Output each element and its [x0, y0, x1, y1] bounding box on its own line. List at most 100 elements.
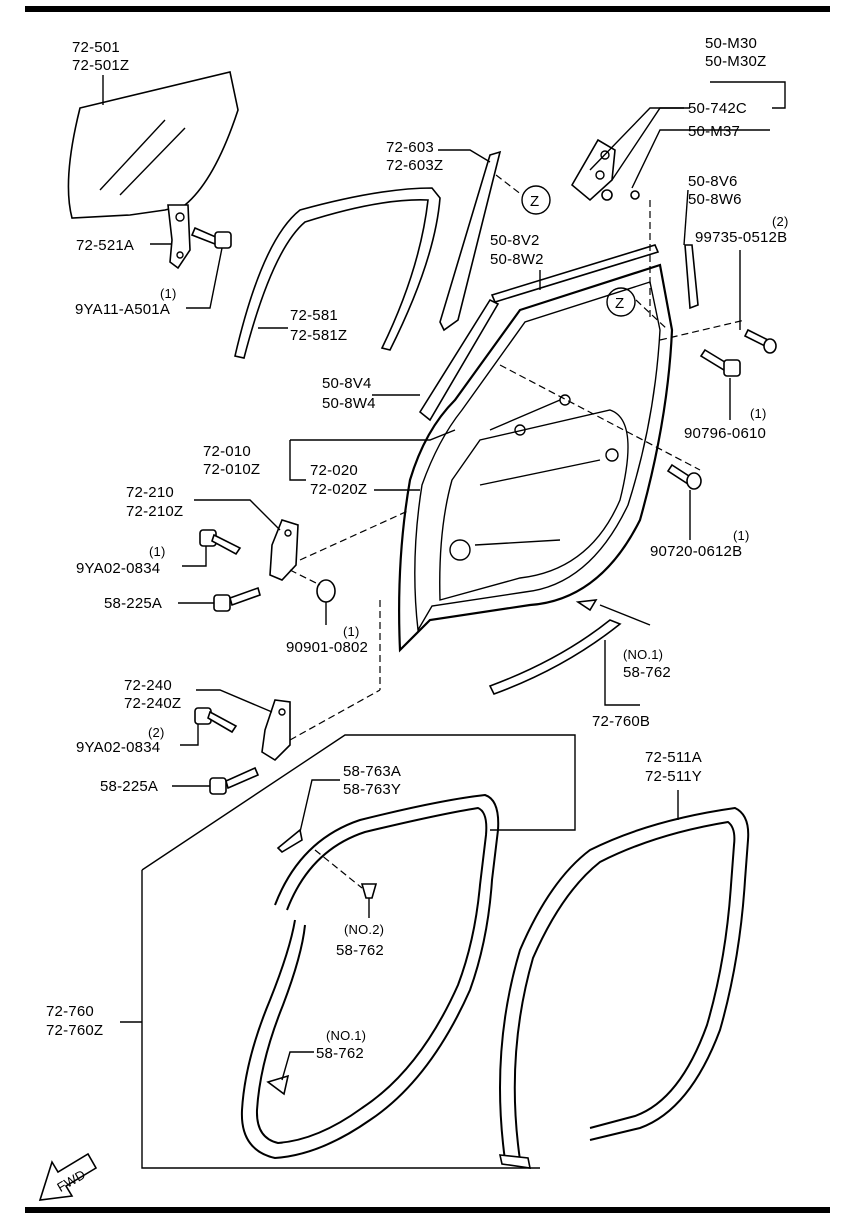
hinge-bolt-lower [194, 707, 238, 734]
label-panel-1: 72-020 [310, 462, 358, 479]
leader-garnish-tape [683, 189, 689, 246]
seal-clip-58-763 [276, 828, 303, 854]
label-division-1: 72-603 [386, 139, 434, 156]
bolt-90796 [699, 348, 741, 377]
ref-z2: Z [615, 295, 624, 312]
ref-z1: Z [530, 193, 539, 210]
leader-hinge-up [194, 499, 281, 531]
glass-bolt [190, 226, 232, 249]
label-garnish-1: 50-M30 [705, 35, 757, 52]
leader-division [438, 149, 491, 163]
label-glass-bolt: 9YA11-A501A [75, 301, 170, 318]
label-glass-bolt-qty: (1) [160, 286, 177, 301]
label-panel-2: 72-020Z [310, 481, 367, 498]
clip-no1-upper [575, 599, 598, 612]
label-hinge-up-1: 72-210 [126, 484, 174, 501]
label-sash-a-2: 50-8W4 [322, 395, 376, 412]
label-hinge-bolt-low-qty: (2) [148, 725, 165, 740]
lower-hinge [261, 699, 291, 762]
door-shell [398, 263, 674, 653]
door-weatherstrip-inner [255, 806, 488, 1145]
dash-screw [659, 319, 746, 341]
label-door-1: 72-010 [203, 443, 251, 460]
label-sash-b-2: 50-8W2 [490, 251, 544, 268]
label-run-2: 72-581Z [290, 327, 347, 344]
label-screw: 99735-0512B [695, 229, 787, 246]
label-garnish-clip: 50-742C [688, 100, 747, 117]
leader-door-shell [290, 429, 456, 441]
dash-clip-no2 [314, 849, 363, 889]
screw-99735 [743, 328, 777, 354]
hinge-bolt-upper [199, 529, 242, 556]
label-division-2: 72-603Z [386, 157, 443, 174]
glass-run-channel [234, 187, 441, 359]
dash-door-bolt [499, 364, 701, 471]
door-opening-seal [499, 806, 750, 1161]
label-bolt-c: 90720-0612B [650, 543, 742, 560]
leader-glass-bolt [186, 247, 223, 309]
door-garnish [570, 138, 640, 202]
label-holder: 72-521A [76, 237, 134, 254]
label-58-lower: 58-225A [100, 778, 158, 795]
sash-tape-upper [490, 244, 660, 303]
leader-door-shell-drop [289, 440, 306, 481]
label-door-2: 72-010Z [203, 461, 260, 478]
bolt-58-225a-upper [213, 586, 261, 612]
fwd-arrow-icon: FWD [38, 1152, 98, 1201]
label-clip-no1-qty: (NO.1) [623, 647, 663, 662]
label-clip-no2-qty: (NO.2) [344, 922, 384, 937]
leader-seal-clip [299, 779, 340, 833]
dash-nut [289, 569, 321, 586]
label-bolt-b: 90796-0610 [684, 425, 766, 442]
division-channel [439, 150, 502, 332]
label-nut-qty: (1) [343, 624, 360, 639]
label-seal-clip-1: 58-763A [343, 763, 401, 780]
opening-seal-end [498, 1154, 532, 1169]
label-hinge-up-2: 72-210Z [126, 503, 183, 520]
label-opening-2: 72-511Y [645, 768, 702, 785]
leader-clip [611, 107, 684, 181]
label-bolt-c-qty: (1) [733, 528, 750, 543]
leader-hinge-bolt-low [180, 724, 199, 746]
label-run-1: 72-581 [290, 307, 338, 324]
leader-fastener [631, 129, 770, 189]
bolt-90720 [666, 463, 702, 490]
label-screw-qty: (2) [772, 214, 789, 229]
door-weatherstrip [240, 793, 500, 1160]
leader-ws-lower [604, 640, 640, 706]
ref-line-z2 [635, 299, 669, 331]
label-garnish-fastener: 50-M37 [688, 123, 740, 140]
label-garnish-2: 50-M30Z [705, 53, 766, 70]
clip-no2 [360, 883, 378, 899]
door-glass [67, 71, 239, 219]
label-ws-lower: 72-760B [592, 713, 650, 730]
garnish-tape [684, 244, 699, 310]
label-clip-no1b: 58-762 [316, 1045, 364, 1062]
clip-no1-lower [266, 1074, 290, 1096]
sash-tape-front [418, 298, 500, 422]
bolt-58-225a-lower [209, 766, 260, 795]
label-garnish-tape-1: 50-8V6 [688, 173, 738, 190]
group-box-side [141, 870, 540, 1169]
leader-garnish [710, 81, 786, 109]
label-ws-1: 72-760 [46, 1003, 94, 1020]
group-box-top [141, 734, 576, 871]
label-garnish-tape-2: 50-8W6 [688, 191, 742, 208]
label-hinge-low-1: 72-240 [124, 677, 172, 694]
leader-clip-no1b [281, 1051, 314, 1081]
hinge-nut [316, 579, 336, 603]
label-sash-a-1: 50-8V4 [322, 375, 372, 392]
label-hinge-low-2: 72-240Z [124, 695, 181, 712]
leader-hinge-low [196, 689, 273, 713]
door-opening-seal-inner [513, 820, 736, 1161]
weatherstrip-lower [488, 619, 622, 695]
label-sash-b-1: 50-8V2 [490, 232, 540, 249]
label-hinge-bolt-up: 9YA02-0834 [76, 560, 160, 577]
label-58-upper: 58-225A [104, 595, 162, 612]
glass-holder [167, 204, 191, 270]
label-hinge-bolt-up-qty: (1) [149, 544, 166, 559]
ref-circle-z1 [521, 185, 551, 215]
label-bolt-b-qty: (1) [750, 406, 767, 421]
leader-hinge-bolt-up [182, 546, 207, 567]
